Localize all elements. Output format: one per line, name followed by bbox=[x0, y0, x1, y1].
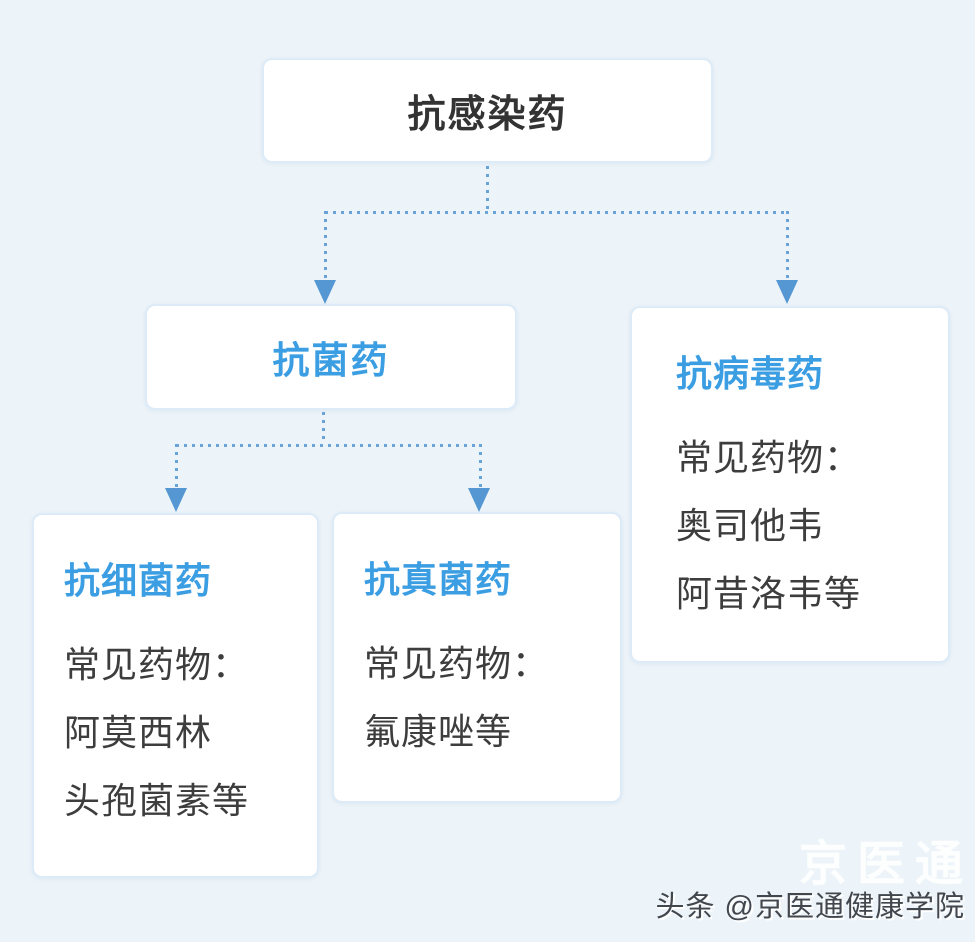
connector-antibacterial-left-drop bbox=[175, 444, 178, 488]
node-antibacterium-title: 抗细菌药 bbox=[64, 560, 213, 601]
attribution-text: 头条 @京医通健康学院 bbox=[655, 891, 965, 923]
node-antiviral-line: 奥司他韦 bbox=[676, 505, 825, 546]
arrowhead-to-antifungal bbox=[468, 488, 490, 512]
connector-root-crossbar bbox=[325, 211, 787, 214]
node-antibacterium-line: 阿莫西林 bbox=[64, 712, 213, 753]
connector-root-left-drop bbox=[324, 211, 327, 281]
brand-watermark: 京医通 bbox=[798, 838, 973, 891]
arrowhead-to-antibacterium bbox=[165, 488, 187, 512]
node-anti-infective: 抗感染药 bbox=[262, 58, 713, 163]
node-antibacterial-title: 抗菌药 bbox=[272, 340, 390, 381]
node-antiviral-line: 常见药物： bbox=[676, 437, 862, 478]
node-antifungal-line: 氟康唑等 bbox=[364, 711, 513, 752]
node-antiviral-line: 阿昔洛韦等 bbox=[676, 573, 862, 614]
connector-root-stem bbox=[486, 166, 489, 211]
node-antifungal-title: 抗真菌药 bbox=[364, 559, 513, 600]
connector-antibacterial-right-drop bbox=[479, 444, 482, 488]
node-antiviral-title: 抗病毒药 bbox=[676, 353, 825, 394]
node-antibacterium-line: 头孢菌素等 bbox=[64, 780, 250, 821]
connector-antibacterial-crossbar bbox=[176, 444, 482, 447]
connector-root-right-drop bbox=[786, 211, 789, 281]
node-antifungal: 抗真菌药 常见药物： 氟康唑等 bbox=[332, 512, 622, 803]
node-anti-infective-title: 抗感染药 bbox=[407, 94, 568, 136]
node-antiviral: 抗病毒药 常见药物： 奥司他韦 阿昔洛韦等 bbox=[630, 306, 950, 663]
node-antibacterium-line: 常见药物： bbox=[64, 644, 250, 685]
arrowhead-to-antibacterial bbox=[314, 280, 336, 304]
connector-antibacterial-stem bbox=[322, 412, 325, 444]
arrowhead-to-antiviral bbox=[776, 280, 798, 304]
node-antibacterial: 抗菌药 bbox=[145, 304, 517, 410]
node-antifungal-line: 常见药物： bbox=[364, 643, 550, 684]
node-antibacterium: 抗细菌药 常见药物： 阿莫西林 头孢菌素等 bbox=[32, 513, 319, 878]
